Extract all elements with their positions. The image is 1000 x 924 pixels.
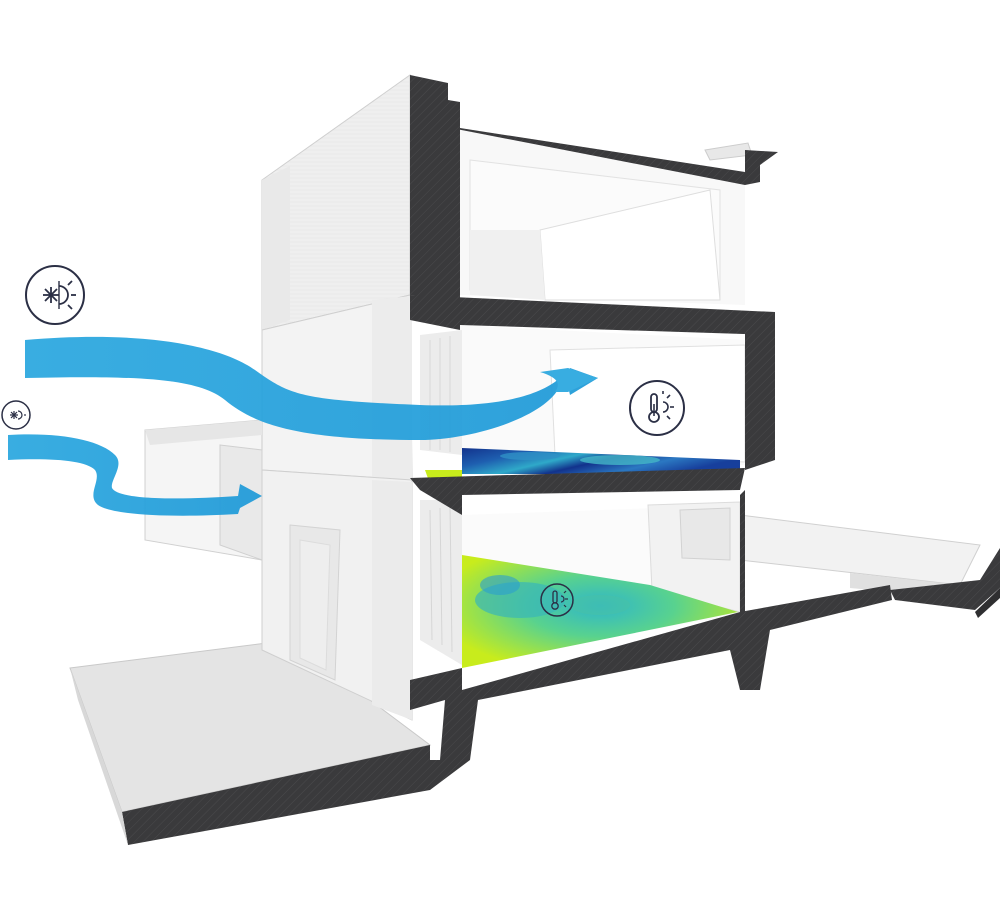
upper-airflow xyxy=(25,336,598,440)
building-back-mass xyxy=(144,74,413,721)
right-terrace xyxy=(739,514,1000,618)
cool-air-sun-icon xyxy=(25,265,85,325)
middle-floor-room xyxy=(420,325,746,484)
lower-airflow xyxy=(8,434,262,516)
ground-floor-room xyxy=(420,500,741,668)
section-cut xyxy=(410,75,892,790)
thermometer-sun-icon xyxy=(540,583,574,617)
cool-air-sun-icon xyxy=(1,400,31,430)
thermometer-sun-icon xyxy=(629,380,685,436)
top-floor-room xyxy=(460,128,753,305)
